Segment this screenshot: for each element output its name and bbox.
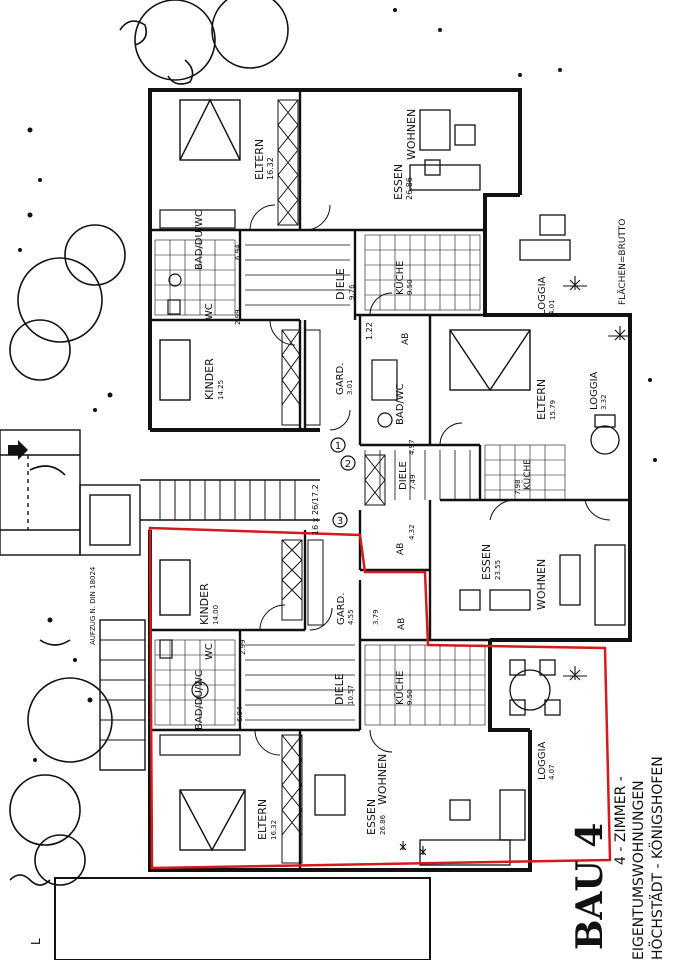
room-essen-bottom-area: 26.86: [379, 814, 387, 835]
room-bad-bottom-area: 6.94: [236, 706, 244, 722]
room-eltern-bottom-name: ELTERN: [256, 799, 269, 840]
room-gard-bottom-area: 4.55: [347, 609, 355, 625]
room-diele-right-area: 7.49: [409, 474, 417, 490]
room-wohnen-bottom-name: WOHNEN: [376, 754, 389, 805]
room-kueche-bottom-area: 9.50: [406, 689, 414, 705]
room-essen-top-area: 26.86: [405, 177, 414, 200]
room-gard-bottom-name: GARD.: [336, 593, 347, 625]
room-diele-right-name: DIELE: [398, 461, 409, 490]
room-loggia-top-area: 4.01: [548, 299, 556, 315]
room-diele-bottom-area: 10.57: [347, 685, 355, 705]
room-kinder-top-area: 14.25: [217, 380, 225, 400]
stair-marker-2: 2: [345, 459, 351, 470]
room-wc-bottom-area: 2.99: [239, 639, 247, 655]
stair-markers: 1 2 3: [330, 437, 356, 528]
room-essen-right-name: ESSEN: [480, 544, 493, 580]
room-essen-bottom-name: ESSEN: [365, 799, 378, 835]
room-ab-right-area: 4.32: [408, 524, 416, 540]
room-gard-top-name: GARD.: [335, 363, 346, 395]
room-ab-top-area: 1.22: [365, 322, 374, 340]
elevator-label: AUFZUG N. DIN 18024: [89, 566, 97, 645]
room-wc-bottom-name: WC: [204, 643, 215, 660]
room-bad-top-area: 6.94: [234, 244, 242, 260]
room-ab-right-name: AB: [396, 543, 406, 555]
room-kueche-top-area: 9.50: [406, 279, 414, 295]
wardrobes: [277, 99, 386, 864]
room-ab-right2-name: AB: [397, 618, 407, 630]
doors: [249, 204, 611, 756]
room-wohnen-top-name: WOHNEN: [405, 109, 418, 160]
room-bad-top-name: BAD/DU/WC: [194, 210, 205, 270]
room-kueche-right-name: KÜCHE: [522, 459, 533, 490]
room-essen-right-area: 23.55: [494, 560, 502, 580]
kitchen-tiles: [154, 234, 566, 726]
highlighted-unit-outline: [148, 526, 612, 870]
room-ab-top-name: AB: [401, 333, 411, 345]
stair-marker-3: 3: [337, 516, 343, 527]
room-labels: ELTERN 16.32 ESSEN 26.86 WOHNEN BAD/DU/W…: [194, 109, 608, 840]
room-eltern-right-name: ELTERN: [535, 379, 548, 420]
landscape-dots: [18, 8, 657, 762]
room-kinder-top-name: KINDER: [203, 358, 216, 400]
room-kueche-bottom-name: KÜCHE: [393, 671, 406, 705]
beds: [159, 98, 531, 852]
stair-dimension-label: 16 x 26/17.2: [311, 484, 320, 535]
room-diele-bottom-name: DIELE: [333, 673, 346, 705]
entrance-area: [0, 429, 320, 771]
room-loggia-bottom-name: LOGGIA: [537, 741, 548, 780]
flaechen-brutto-label: FLÄCHEN=BRUTTO: [617, 219, 628, 305]
title-bau: BAU 4: [569, 823, 611, 950]
room-loggia-top-name: LOGGIA: [537, 276, 548, 315]
room-essen-top-name: ESSEN: [392, 164, 405, 200]
hall-floors: [245, 244, 471, 721]
title-line-1: 4 - ZIMMER -: [613, 776, 629, 865]
room-wohnen-right-name: WOHNEN: [535, 559, 548, 610]
room-bad-bottom-name: BAD/DU/WC: [194, 670, 205, 730]
room-eltern-top-name: ELTERN: [253, 139, 266, 180]
living-furniture: [314, 109, 626, 866]
room-kinder-bottom-area: 14.00: [212, 605, 220, 625]
room-bad-wc-right-name: BAD/WC: [395, 383, 406, 425]
room-bad-wc-right-area: 4.97: [408, 439, 416, 455]
room-loggia-right-name: LOGGIA: [589, 371, 600, 410]
room-ab-right2-area: 3.79: [372, 609, 380, 625]
room-eltern-right-area: 15.79: [549, 400, 557, 420]
room-kueche-top-name: KÜCHE: [393, 261, 406, 295]
title-line-2: EIGENTUMSWOHNUNGEN: [631, 780, 647, 960]
entrance-arrow-icon: [8, 440, 28, 460]
room-gard-top-area: 3.01: [346, 379, 354, 395]
room-eltern-bottom-area: 16.32: [270, 820, 278, 840]
room-kinder-bottom-name: KINDER: [198, 583, 211, 625]
sanitary-fixtures: [159, 209, 398, 756]
title-line-3: HÖCHSTÄDT - KÖNIGSHOFEN: [648, 756, 666, 960]
adjacent-building: [54, 877, 431, 960]
room-wc-top-area: 2.99: [234, 309, 242, 325]
room-kueche-right-area: 7.98: [514, 479, 522, 495]
room-loggia-right-area: 3.32: [600, 394, 608, 410]
loggia-plants: [399, 276, 632, 856]
stair-marker-1: 1: [335, 441, 341, 452]
interior-walls: [150, 90, 630, 870]
room-loggia-bottom-area: 4.07: [548, 764, 556, 780]
room-diele-top-name: DIELE: [334, 268, 347, 300]
room-eltern-top-area: 16.32: [266, 157, 275, 180]
landscape-decor: [9, 0, 289, 886]
room-wc-top-name: WC: [204, 303, 215, 320]
title-block: BAU 4 4 - ZIMMER - EIGENTUMSWOHNUNGEN HÖ…: [569, 756, 666, 960]
room-diele-top-area: 9.76: [348, 284, 356, 300]
corner-mark: L: [29, 938, 43, 945]
